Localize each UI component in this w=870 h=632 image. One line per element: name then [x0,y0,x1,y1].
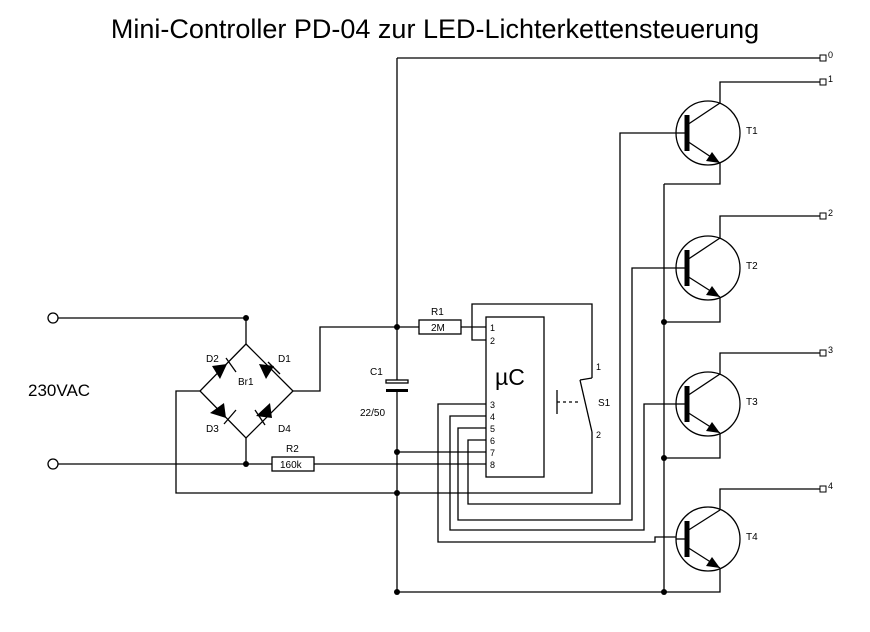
mcu-label: µC [495,364,525,390]
bridge-rectifier: D2 D1 D3 D4 Br1 [199,343,294,439]
mcu-pin-1: 1 [490,323,495,333]
ac-terminal-bottom [47,458,59,470]
label-d4: D4 [278,424,291,435]
mcu-pin-5: 5 [490,424,495,434]
switch-s1: S1 1 2 [556,362,611,440]
label-s1: S1 [598,398,611,409]
wiring [58,57,820,593]
transistor-t1: T1 [675,100,758,166]
label-d3: D3 [206,424,219,435]
switch-pin-2: 2 [596,430,601,440]
ac-terminal-top [47,312,59,324]
value-c1: 22/50 [360,408,385,419]
transistor-t2: T2 [675,235,758,301]
diode-d2 [212,357,237,379]
output-terminal-4 [819,485,827,493]
mcu-pin-8: 8 [490,460,495,470]
label-r1: R1 [431,307,444,318]
output-terminals: 0 1 2 3 4 [819,50,833,493]
mcu-pin-2: 2 [490,336,495,346]
label-br1: Br1 [238,377,254,388]
transistor-t3: T3 [675,371,758,437]
label-d1: D1 [278,354,291,365]
output-label-3: 3 [828,345,833,355]
transistor-t4: T4 [675,506,758,572]
output-terminal-3 [819,349,827,357]
diode-d4 [254,403,272,426]
label-t3: T3 [746,397,758,408]
mcu-pin-7: 7 [490,448,495,458]
diagram-title: Mini-Controller PD-04 zur LED-Lichterket… [110,14,760,44]
microcontroller: µC 1 2 3 4 5 6 7 8 [485,316,545,478]
value-r1: 2M [431,323,445,334]
capacitor-c1: C1 22/50 [360,367,409,419]
diode-d3 [210,403,237,425]
output-label-2: 2 [828,208,833,218]
output-label-1: 1 [828,74,833,84]
label-d2: D2 [206,354,219,365]
output-terminal-2 [819,212,827,220]
label-c1: C1 [370,367,383,378]
supply-label: 230VAC [28,381,90,400]
output-terminal-0 [819,54,827,62]
output-label-0: 0 [828,50,833,60]
junctions [243,315,667,595]
output-label-4: 4 [828,481,833,491]
value-r2: 160k [280,460,303,471]
mcu-pin-4: 4 [490,412,495,422]
resistor-r2: R2 160k [271,444,315,472]
label-r2: R2 [286,444,299,455]
resistor-r1: R1 2M [418,307,462,335]
label-t1: T1 [746,126,758,137]
label-t4: T4 [746,532,758,543]
diode-d1 [259,361,281,379]
switch-pin-1: 1 [596,362,601,372]
mcu-pin-3: 3 [490,400,495,410]
label-t2: T2 [746,261,758,272]
mcu-pin-6: 6 [490,436,495,446]
output-terminal-1 [819,78,827,86]
